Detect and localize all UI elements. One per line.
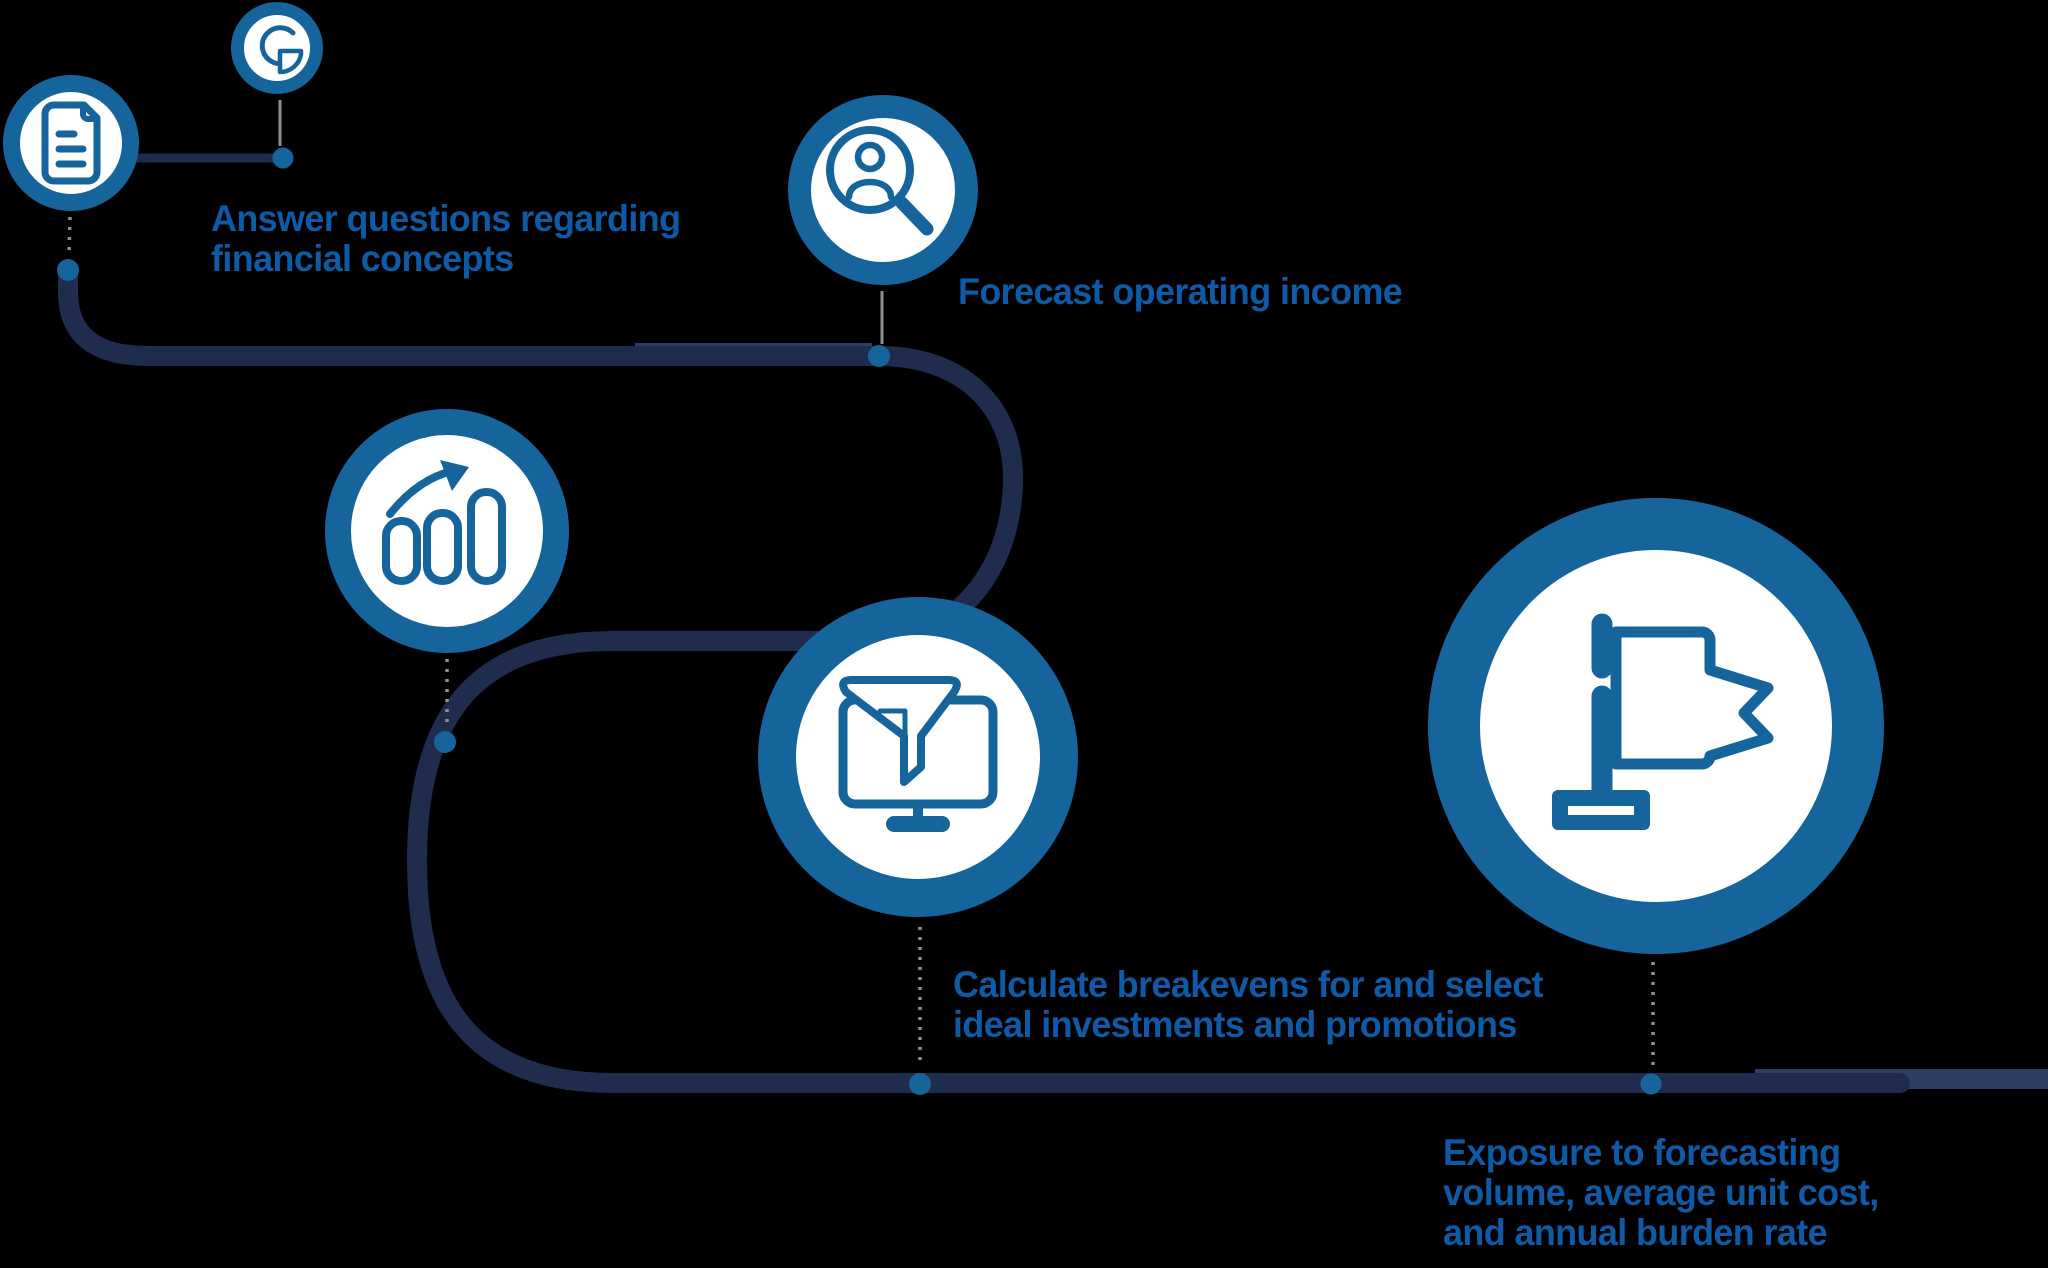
caption-line: financial concepts bbox=[211, 238, 514, 279]
chart-circle bbox=[325, 409, 569, 653]
node-dot-chart bbox=[434, 731, 456, 753]
caption-line: Answer questions regarding bbox=[211, 198, 681, 239]
step-growth-chart-badge bbox=[325, 409, 569, 653]
document-icon bbox=[41, 101, 101, 185]
node-dot-logo bbox=[272, 147, 294, 169]
logo-circle bbox=[231, 2, 323, 94]
step-forecast-income-badge bbox=[788, 95, 978, 285]
caption-line: Forecast operating income bbox=[958, 271, 1403, 312]
caption-answer-questions: Answer questions regarding financial con… bbox=[211, 198, 681, 279]
user-search-icon bbox=[826, 126, 934, 236]
document-connector-dashed bbox=[67, 216, 72, 257]
caption-line: Calculate breakevens for and select bbox=[953, 964, 1544, 1005]
node-dot-funnel bbox=[909, 1073, 931, 1095]
caption-line: and annual burden rate bbox=[1443, 1212, 1828, 1253]
connectors bbox=[67, 100, 1655, 1066]
flag-icon bbox=[1552, 613, 1774, 830]
node-dot-document bbox=[57, 259, 79, 281]
caption-breakevens: Calculate breakevens for and select idea… bbox=[953, 964, 1544, 1045]
funnel-monitor-icon bbox=[838, 676, 998, 832]
node-dot-flag bbox=[1640, 1073, 1662, 1095]
caption-exposure: Exposure to forecasting volume, average … bbox=[1443, 1133, 1879, 1253]
caption-line: ideal investments and promotions bbox=[953, 1004, 1517, 1045]
step-breakevens-badge bbox=[758, 597, 1078, 917]
caption-line: volume, average unit cost, bbox=[1443, 1172, 1879, 1213]
document-circle bbox=[3, 75, 139, 211]
caption-line: Exposure to forecasting bbox=[1443, 1132, 1841, 1173]
logo-g-icon bbox=[259, 25, 304, 75]
bar-chart-growth-icon bbox=[382, 460, 506, 585]
logo-g-badge bbox=[231, 2, 323, 94]
step-exposure-badge bbox=[1428, 498, 1884, 954]
caption-forecast-income: Forecast operating income bbox=[958, 271, 1403, 312]
step-answer-questions-badge bbox=[3, 75, 139, 211]
node-dot-search bbox=[868, 345, 890, 367]
path-nodes bbox=[57, 147, 1662, 1095]
